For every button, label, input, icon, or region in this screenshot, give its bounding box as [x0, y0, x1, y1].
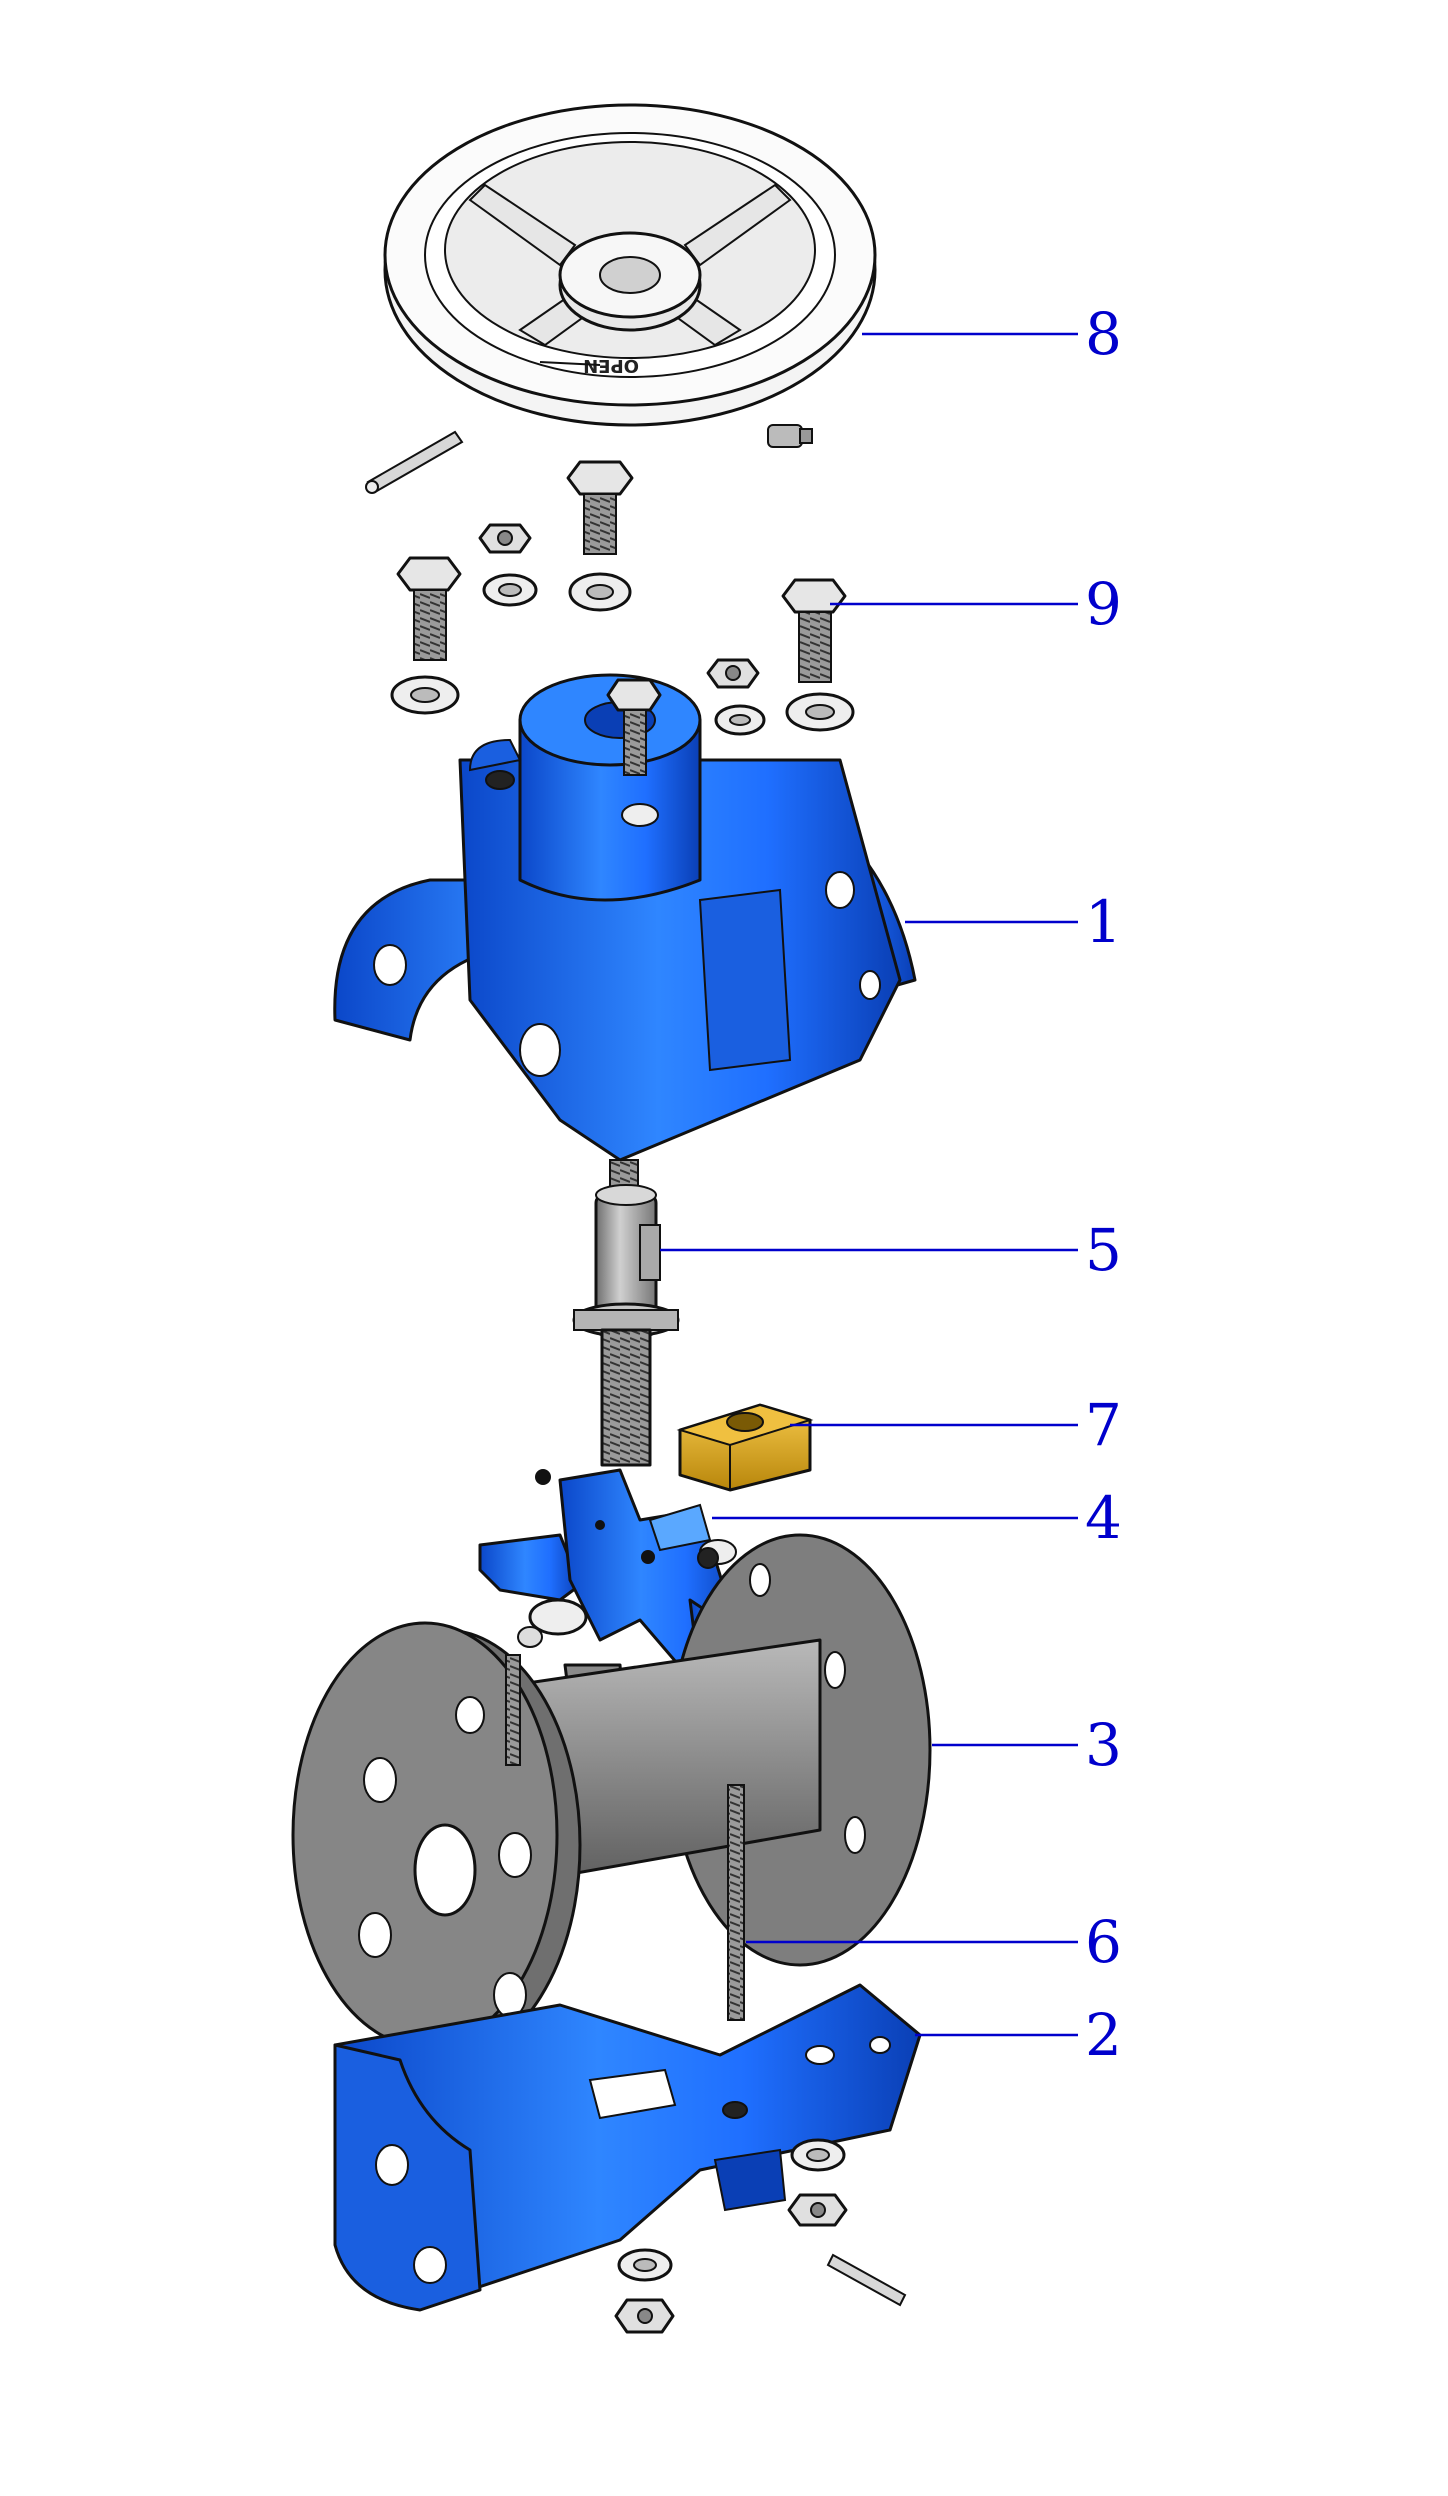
callout-4: 4 — [712, 1484, 1122, 1552]
stem — [572, 1159, 680, 1467]
stem-nut — [676, 1403, 814, 1492]
callout-label-1: 1 — [1085, 888, 1122, 956]
lower-body — [333, 1983, 922, 2312]
fasteners-top — [390, 460, 855, 736]
callout-label-8: 8 — [1085, 300, 1122, 368]
callout-5: 5 — [660, 1216, 1122, 1284]
callout-6: 6 — [746, 1908, 1122, 1976]
callout-3: 3 — [932, 1711, 1122, 1779]
grease-nipple — [767, 424, 813, 448]
callout-label-5: 5 — [1085, 1216, 1122, 1284]
studs — [505, 1654, 745, 2021]
callout-2: 2 — [915, 2001, 1122, 2069]
callout-9: 9 — [830, 570, 1122, 638]
pin-top — [365, 430, 464, 494]
callout-label-7: 7 — [1085, 1391, 1122, 1459]
bonnet-yoke — [333, 673, 917, 1162]
callout-label-3: 3 — [1085, 1711, 1122, 1779]
fasteners-bottom — [614, 2138, 907, 2334]
callout-8: 8 — [862, 300, 1122, 368]
handwheel-open-text: OPEN — [583, 355, 639, 376]
handwheel: OPEN — [383, 103, 877, 427]
callout-1: 1 — [905, 888, 1122, 956]
callout-label-6: 6 — [1085, 1908, 1122, 1976]
callout-label-4: 4 — [1085, 1484, 1122, 1552]
callout-label-9: 9 — [1085, 570, 1122, 638]
callouts: 8 9 1 5 7 4 3 6 — [660, 300, 1122, 2069]
callout-7: 7 — [790, 1391, 1122, 1459]
callout-label-2: 2 — [1085, 2001, 1122, 2069]
